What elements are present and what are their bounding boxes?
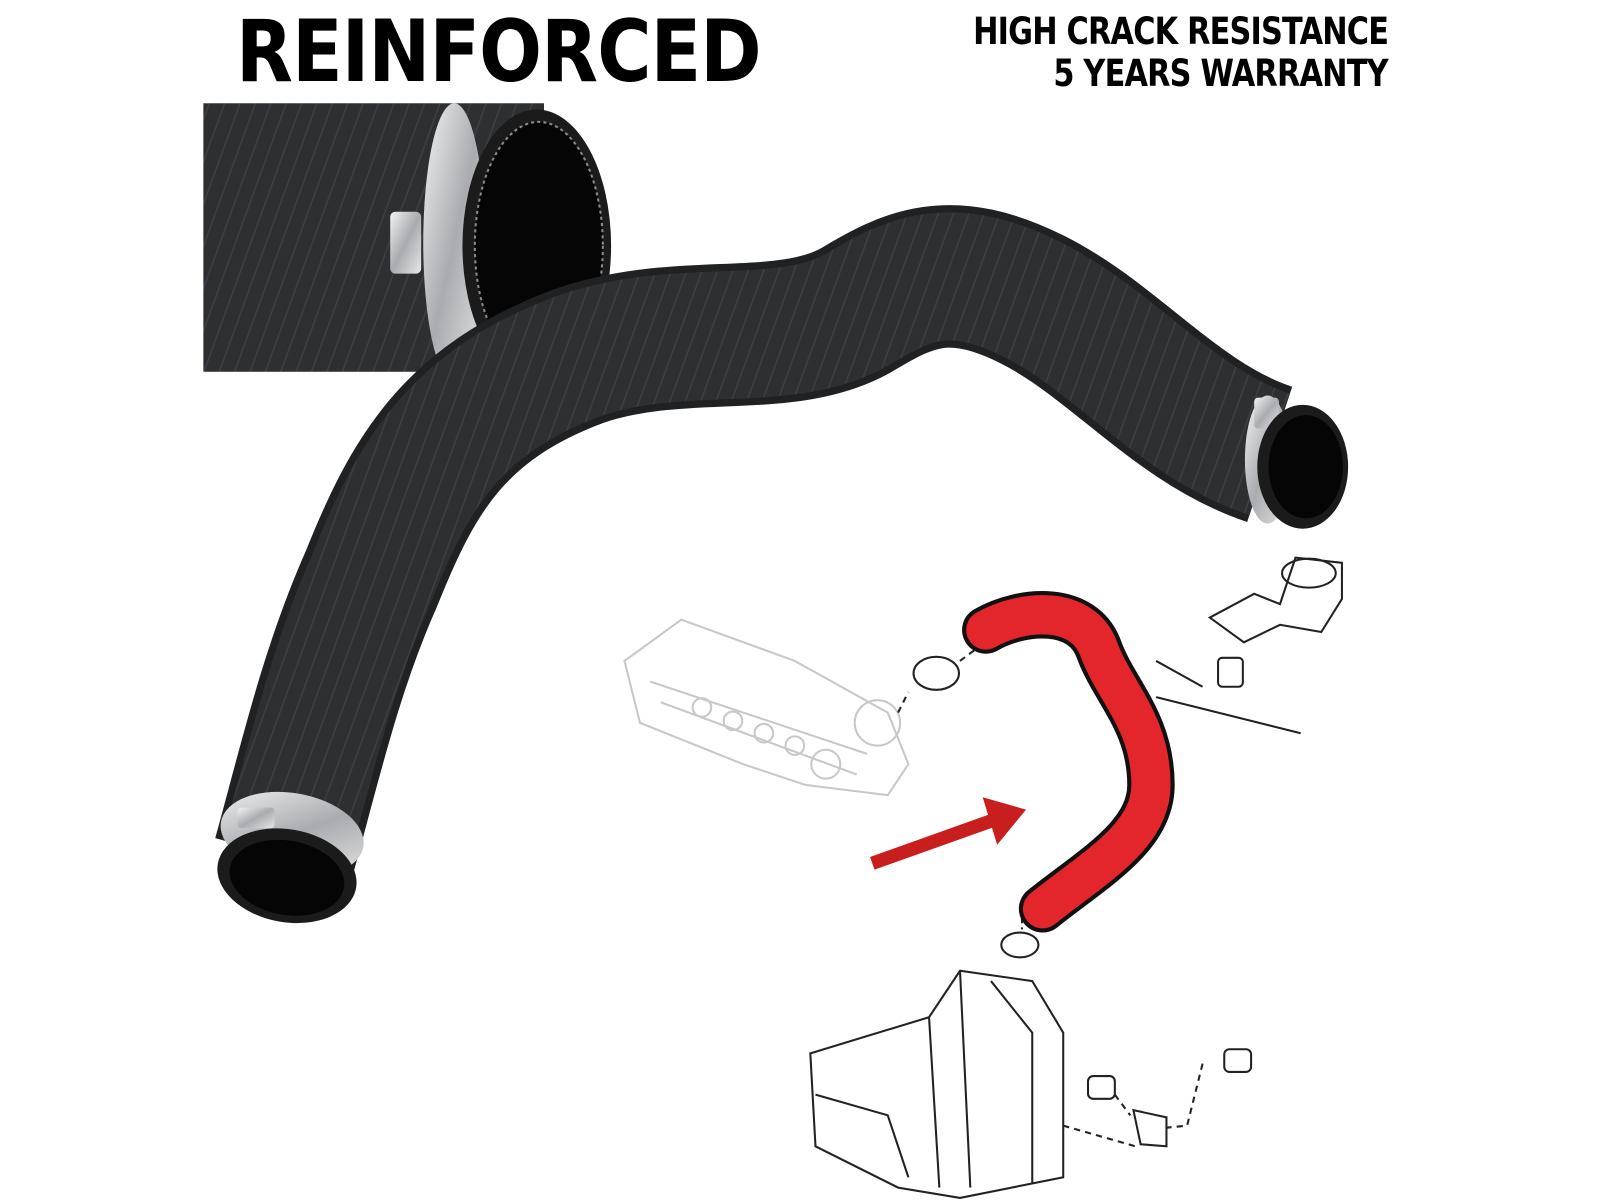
feature-crack-resistance: HIGH CRACK RESISTANCE (972, 10, 1389, 53)
highlighted-hose-part (962, 591, 1175, 933)
bracket-diagram (897, 556, 1343, 959)
hose-closeup-inset (203, 103, 612, 383)
clamp-band (423, 103, 486, 383)
clamp-screw-housing (390, 211, 422, 274)
engine-diagram (623, 618, 910, 797)
feature-warranty: 5 YEARS WARRANTY (1053, 52, 1389, 95)
arrow-icon (870, 797, 1027, 870)
headline-reinforced: REINFORCED (236, 2, 762, 102)
intercooler-diagram (809, 969, 1253, 1199)
hose-main (215, 205, 1349, 924)
